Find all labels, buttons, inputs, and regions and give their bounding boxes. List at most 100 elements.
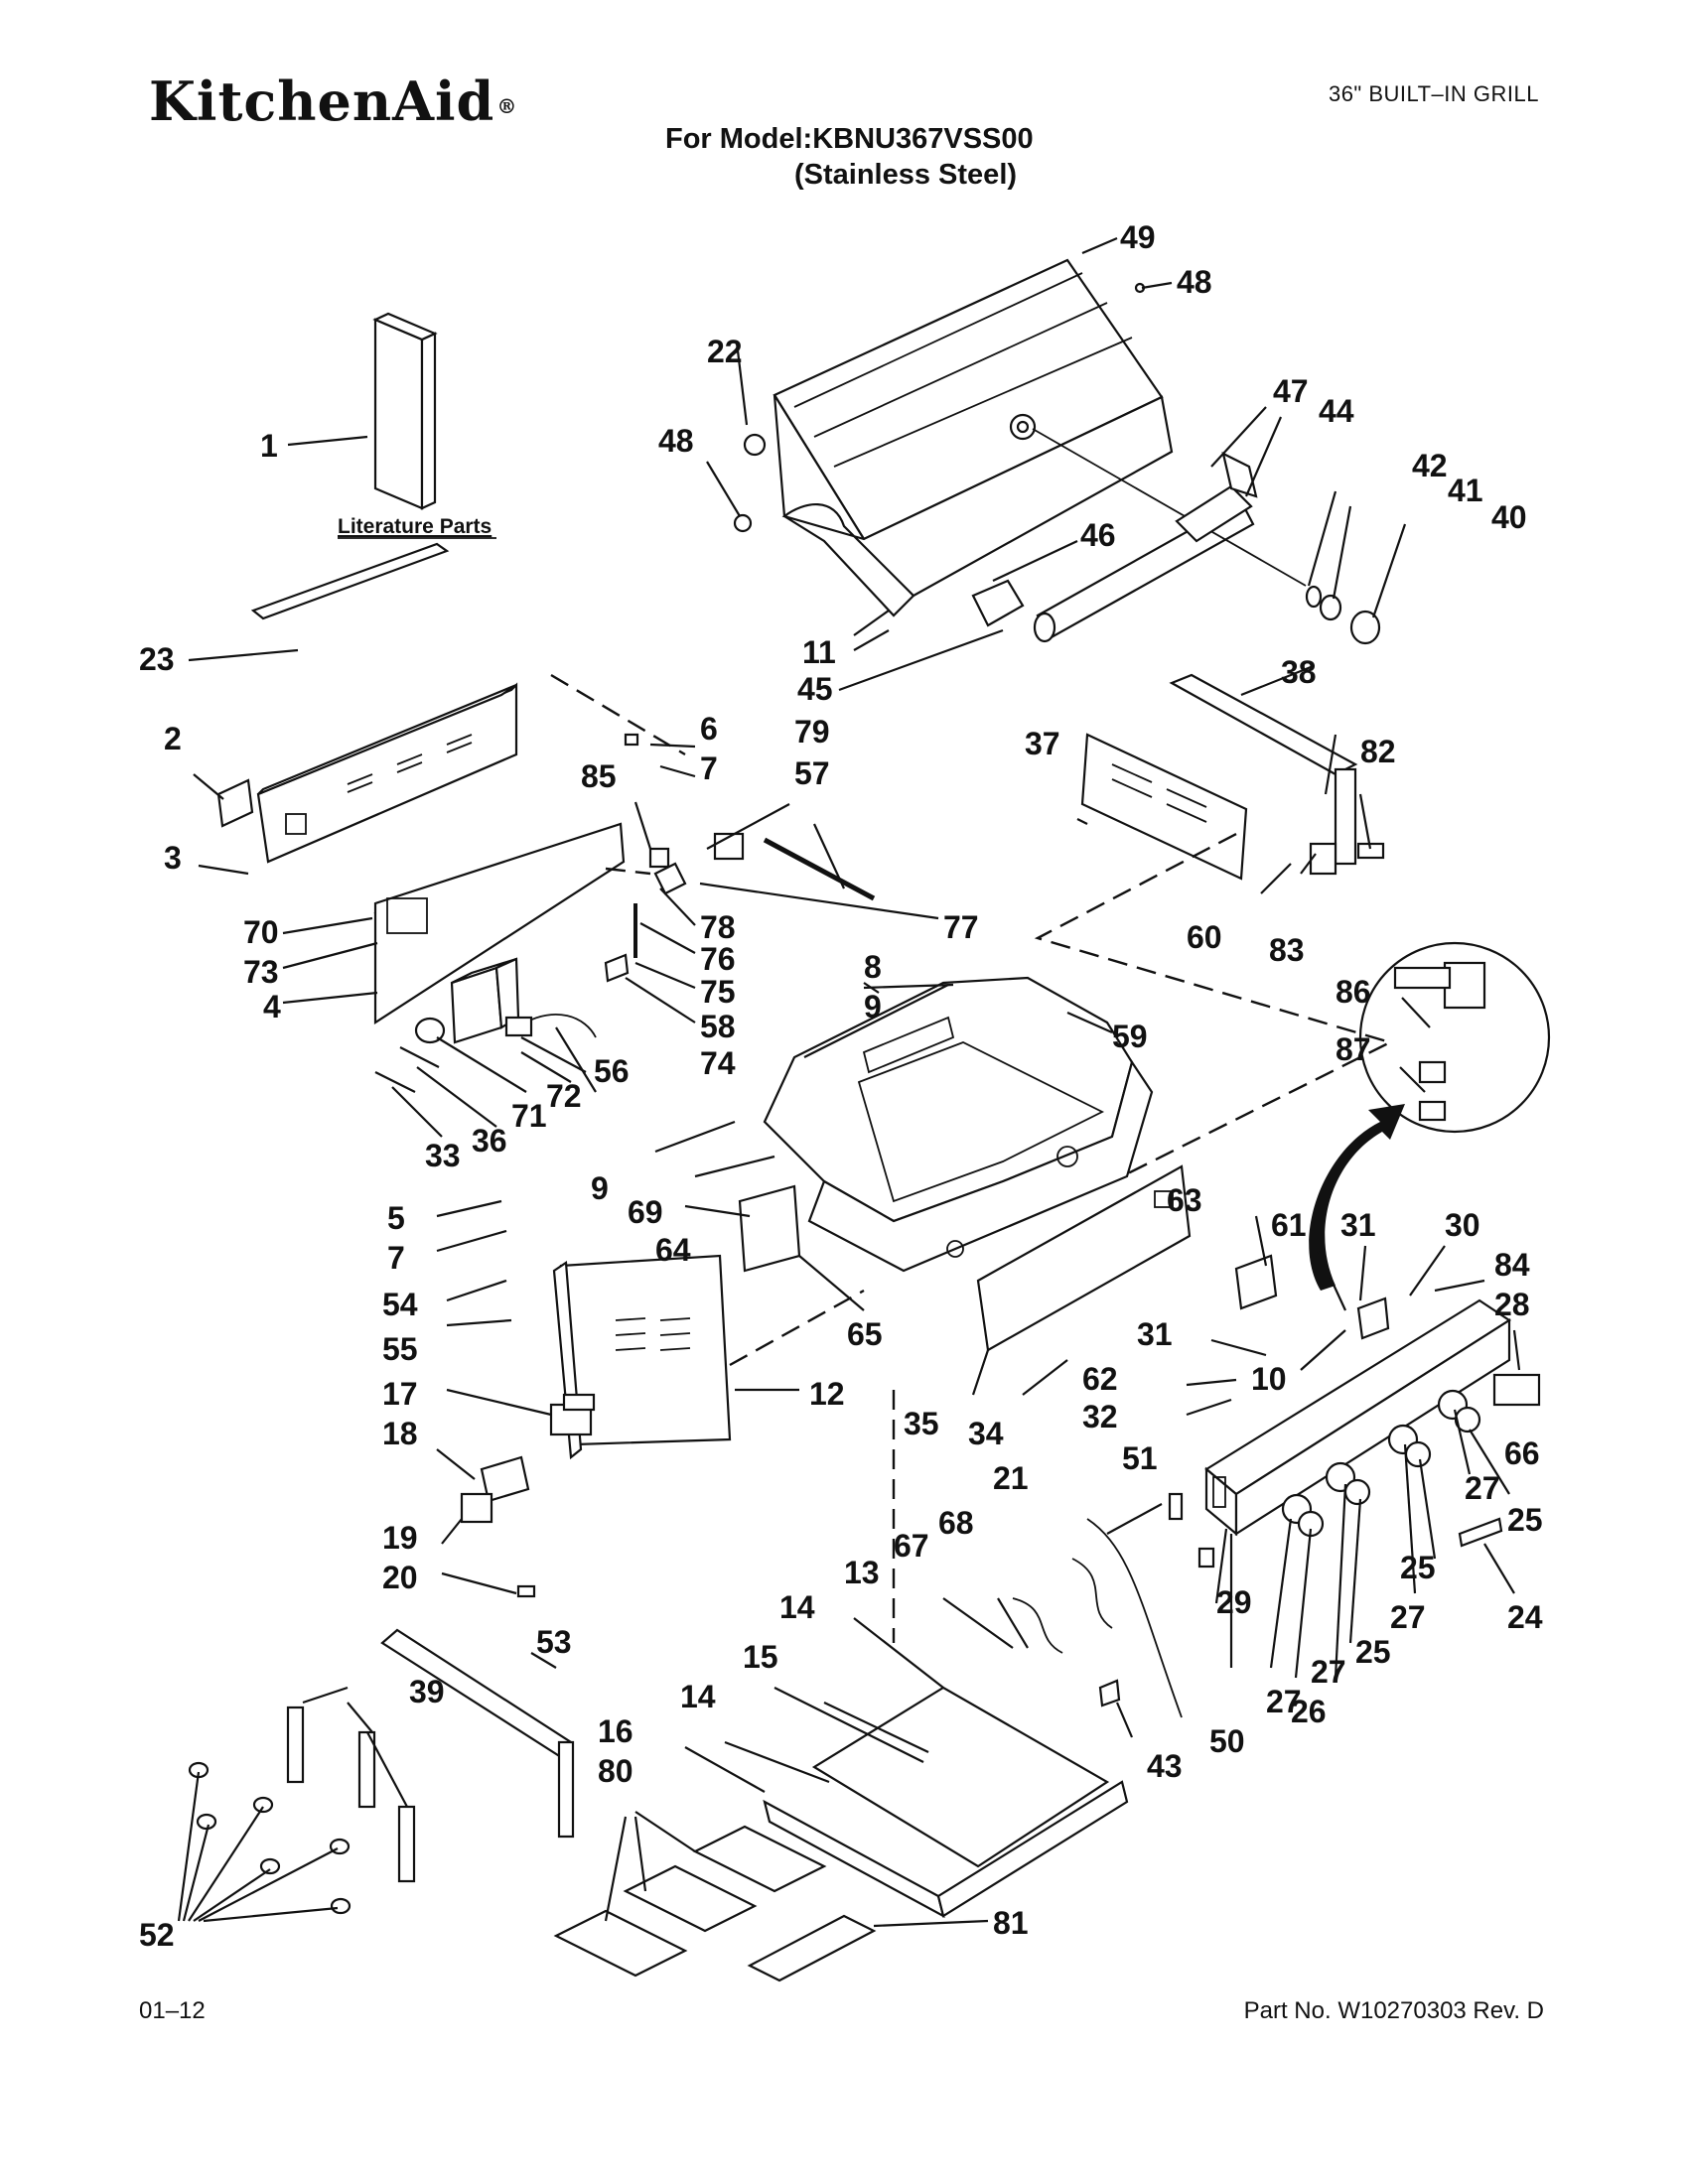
callout-58: 58: [700, 1009, 736, 1044]
tray-2: [623, 1864, 758, 1933]
callout-25-mid: 25: [1400, 1550, 1436, 1585]
brand-name: KitchenAid: [149, 69, 495, 133]
callout-59: 59: [1112, 1019, 1148, 1054]
connector-85: [648, 847, 670, 869]
callout-61: 61: [1271, 1207, 1307, 1243]
callout-82: 82: [1360, 734, 1396, 769]
rotisserie-frame: [1169, 673, 1358, 866]
callout-77: 77: [943, 909, 979, 945]
callout-76: 76: [700, 941, 736, 977]
brand-logo: KitchenAid®: [149, 69, 517, 133]
rod-33: [374, 1071, 416, 1093]
callout-35: 35: [904, 1406, 939, 1441]
callout-7-bottom: 7: [387, 1240, 405, 1276]
callout-63: 63: [1167, 1182, 1202, 1218]
callout-60: 60: [1187, 919, 1222, 955]
detail-inset: [1358, 941, 1551, 1134]
manifold-panel: [373, 822, 626, 1025]
callout-19: 19: [382, 1520, 418, 1556]
burner-tube: [763, 837, 876, 901]
callout-27-far: 27: [1266, 1684, 1302, 1719]
callout-2: 2: [164, 721, 182, 756]
callout-labels: 49 48 22 48 47 44 42 41 40 46 11 45 38 1…: [139, 219, 1543, 1953]
bracket-64: [738, 1184, 801, 1273]
detail-arrow: [1309, 1104, 1405, 1291]
callout-47: 47: [1273, 373, 1309, 409]
callout-66: 66: [1504, 1435, 1540, 1471]
callout-31-bottom: 31: [1137, 1316, 1173, 1352]
callout-4: 4: [263, 989, 281, 1024]
wire-20: [516, 1584, 536, 1598]
callout-27-mid: 27: [1390, 1599, 1426, 1635]
plate-19: [460, 1492, 493, 1524]
callout-14-top: 14: [779, 1589, 815, 1625]
callout-55: 55: [382, 1331, 418, 1367]
callout-48-left: 48: [658, 423, 694, 459]
callout-39: 39: [409, 1674, 445, 1709]
date-code: 01–12: [139, 1997, 206, 2024]
gas-valve-part: [504, 1016, 533, 1037]
callout-41: 41: [1448, 473, 1483, 508]
callout-10: 10: [1251, 1361, 1287, 1397]
callout-32: 32: [1082, 1399, 1118, 1434]
registered-mark: ®: [496, 93, 518, 118]
callout-80: 80: [598, 1753, 633, 1789]
callout-81: 81: [993, 1905, 1029, 1941]
tray-1: [692, 1825, 827, 1893]
handle-cap-part: [1349, 610, 1381, 645]
grommet-part: [414, 1017, 446, 1044]
callout-51: 51: [1122, 1440, 1158, 1476]
callout-65: 65: [847, 1316, 883, 1352]
callout-17: 17: [382, 1376, 418, 1412]
callout-31-top: 31: [1340, 1207, 1376, 1243]
drip-tray-frame: [763, 1686, 1129, 1919]
callout-27-right: 27: [1465, 1470, 1500, 1506]
hood-spring-part: [743, 433, 767, 457]
callout-68: 68: [938, 1505, 974, 1541]
ring-part: [1319, 594, 1342, 621]
callout-78: 78: [700, 909, 736, 945]
leg-2: [357, 1730, 376, 1809]
callout-37: 37: [1025, 726, 1060, 761]
callout-9-top: 9: [864, 989, 882, 1024]
callout-29: 29: [1216, 1584, 1252, 1620]
callout-11: 11: [802, 634, 836, 670]
electrode-78: [653, 862, 687, 895]
callout-43: 43: [1147, 1748, 1183, 1784]
leader-lines: [177, 236, 1521, 1928]
hood-screw-part: [733, 513, 753, 533]
tray-3: [553, 1909, 688, 1978]
cover-81: [747, 1914, 877, 1982]
callout-21: 21: [993, 1460, 1029, 1496]
leveling-feet: [188, 1761, 352, 1915]
callout-38: 38: [1281, 654, 1317, 690]
callout-13: 13: [844, 1555, 880, 1590]
callout-49: 49: [1120, 219, 1156, 255]
switch-10: [1356, 1297, 1390, 1340]
callout-24: 24: [1507, 1599, 1543, 1635]
callout-23: 23: [139, 641, 175, 677]
valve-bracket: [976, 1164, 1192, 1352]
callout-87: 87: [1336, 1031, 1371, 1067]
clip-43: [1098, 1679, 1121, 1707]
transformer: [549, 1393, 596, 1436]
callout-26: 26: [1291, 1694, 1327, 1729]
harness-67: [1012, 1597, 1063, 1654]
callout-15: 15: [743, 1639, 778, 1675]
literature-parts-label: Literature Parts: [338, 515, 492, 538]
callout-86: 86: [1336, 974, 1371, 1010]
hood-handle: [971, 428, 1307, 643]
callout-12: 12: [809, 1376, 845, 1412]
callout-1: 1: [260, 428, 278, 464]
callout-70: 70: [243, 914, 279, 950]
callout-48-right: 48: [1177, 264, 1212, 300]
harness-21: [1086, 1518, 1183, 1718]
model-finish: (Stainless Steel): [794, 159, 1018, 191]
switch-51: [1168, 1492, 1184, 1521]
part-number: Part No. W10270303 Rev. D: [1243, 1997, 1544, 2024]
callout-50: 50: [1209, 1723, 1245, 1759]
callout-85: 85: [581, 758, 617, 794]
callout-71: 71: [511, 1098, 547, 1134]
callout-44: 44: [1319, 393, 1354, 429]
control-knobs: [1281, 1389, 1481, 1538]
